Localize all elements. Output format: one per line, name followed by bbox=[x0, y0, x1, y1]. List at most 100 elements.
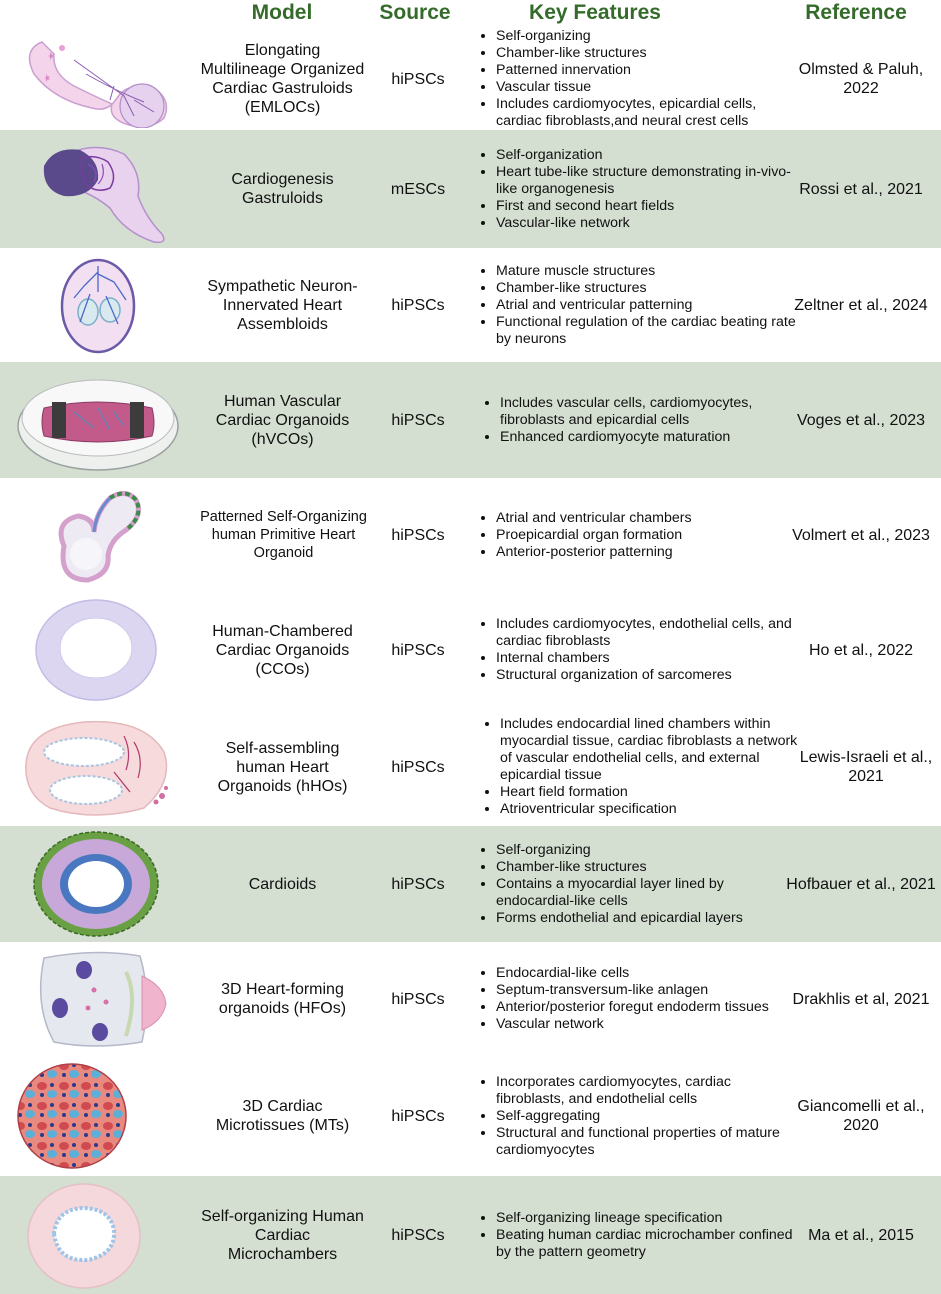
model-name: 3D Cardiac Microtissues (MTs) bbox=[215, 1098, 350, 1134]
feature-item: Includes cardiomyocytes, epicardial cell… bbox=[496, 96, 796, 130]
feature-item: Includes endocardial lined chambers with… bbox=[500, 716, 800, 784]
feature-item: Heart field formation bbox=[500, 784, 800, 801]
feature-item: Includes vascular cells, cardiomyocytes,… bbox=[500, 395, 800, 429]
reference-cell: Hofbauer et al., 2021 bbox=[786, 875, 936, 893]
model-name: Elongating Multilineage Organized Cardia… bbox=[200, 42, 365, 116]
feature-item: Structural and functional properties of … bbox=[496, 1125, 796, 1159]
table-row: 3D Cardiac Microtissues (MTs) hiPSCs Inc… bbox=[0, 1056, 941, 1176]
feature-item: Mature muscle structures bbox=[496, 263, 796, 280]
table-row: Elongating Multilineage Organized Cardia… bbox=[0, 28, 941, 130]
table-row: Sympathetic Neuron-Innervated Heart Asse… bbox=[0, 248, 941, 362]
model-name: Cardiogenesis Gastruloids bbox=[231, 171, 334, 207]
model-name: Self-assembling human Heart Organoids (h… bbox=[217, 739, 348, 795]
source-cell: hiPSCs bbox=[391, 296, 445, 314]
source-cell: mESCs bbox=[390, 180, 446, 198]
header-source: Source bbox=[379, 1, 451, 24]
source-cell: hiPSCs bbox=[391, 758, 445, 776]
table-row: Cardiogenesis Gastruloids mESCs Self-org… bbox=[0, 130, 941, 248]
feature-item: Anterior-posterior patterning bbox=[496, 544, 692, 561]
feature-item: Chamber-like structures bbox=[496, 859, 796, 876]
features-cell: Self-organization Heart tube-like struct… bbox=[470, 130, 796, 248]
microchamber-illustration bbox=[27, 1183, 141, 1289]
feature-item: First and second heart fields bbox=[496, 198, 796, 215]
table-row: Self-assembling human Heart Organoids (h… bbox=[0, 708, 941, 826]
source-cell: hiPSCs bbox=[391, 411, 445, 429]
reference-cell: Volmert et al., 2023 bbox=[792, 526, 930, 544]
features-cell: Includes endocardial lined chambers with… bbox=[474, 708, 800, 826]
reference-cell: Olmsted & Paluh, 2022 bbox=[798, 61, 924, 97]
feature-item: Endocardial-like cells bbox=[496, 965, 769, 982]
reference-cell: Zeltner et al., 2024 bbox=[794, 296, 928, 314]
source-cell: hiPSCs bbox=[391, 875, 445, 893]
table-row: Self-organizing Human Cardiac Microchamb… bbox=[0, 1176, 941, 1294]
source-cell: hiPSCs bbox=[391, 1107, 445, 1125]
feature-item: Septum-transversum-like anlagen bbox=[496, 982, 769, 999]
feature-item: Atrial and ventricular chambers bbox=[496, 510, 692, 527]
cardioid-illustration bbox=[33, 831, 159, 937]
elongating-gastruloid-illustration bbox=[28, 41, 168, 128]
feature-item: Self-organization bbox=[496, 147, 796, 164]
feature-item: Includes cardiomyocytes, endothelial cel… bbox=[496, 616, 796, 650]
table-row: Human-Chambered Cardiac Organoids (CCOs)… bbox=[0, 592, 941, 708]
reference-cell: Ma et al., 2015 bbox=[808, 1226, 914, 1244]
feature-item: Heart tube-like structure demonstrating … bbox=[496, 164, 796, 198]
feature-item: Functional regulation of the cardiac bea… bbox=[496, 314, 796, 348]
feature-item: Incorporates cardiomyocytes, cardiac fib… bbox=[496, 1074, 796, 1108]
model-name: 3D Heart-forming organoids (HFOs) bbox=[218, 981, 347, 1017]
heart-forming-organoid-illustration bbox=[39, 951, 167, 1047]
features-cell: Incorporates cardiomyocytes, cardiac fib… bbox=[470, 1056, 796, 1176]
model-name: Human Vascular Cardiac Organoids (hVCOs) bbox=[215, 392, 350, 448]
header-model: Model bbox=[251, 1, 313, 24]
feature-item: Chamber-like structures bbox=[496, 45, 796, 62]
reference-cell: Drakhlis et al, 2021 bbox=[792, 990, 930, 1008]
feature-item: Vascular-like network bbox=[496, 215, 796, 232]
feature-item: Internal chambers bbox=[496, 650, 796, 667]
table-row: Patterned Self-Organizing human Primitiv… bbox=[0, 478, 941, 592]
vascular-organoid-dish-illustration bbox=[17, 379, 179, 471]
feature-item: Enhanced cardiomyocyte maturation bbox=[500, 429, 800, 446]
reference-cell: Ho et al., 2022 bbox=[808, 641, 914, 659]
model-name: Patterned Self-Organizing human Primitiv… bbox=[200, 509, 367, 561]
table-header: Model Source Key Features Reference bbox=[0, 0, 941, 30]
feature-item: Self-organizing bbox=[496, 28, 796, 45]
table-row: Cardioids hiPSCs Self-organizing Chamber… bbox=[0, 826, 941, 942]
feature-item: Contains a myocardial layer lined by end… bbox=[496, 876, 796, 910]
feature-item: Self-aggregating bbox=[496, 1108, 796, 1125]
reference-cell: Giancomelli et al., 2020 bbox=[797, 1098, 925, 1134]
chambered-organoid-illustration bbox=[35, 599, 157, 701]
feature-item: Forms endothelial and epicardial layers bbox=[496, 910, 796, 927]
features-cell: Self-organizing lineage specification Be… bbox=[470, 1176, 796, 1294]
model-name: Human-Chambered Cardiac Organoids (CCOs) bbox=[212, 622, 353, 678]
feature-item: Structural organization of sarcomeres bbox=[496, 667, 796, 684]
features-cell: Atrial and ventricular chambers Proepica… bbox=[470, 478, 796, 592]
reference-cell: Lewis-Israeli et al., 2021 bbox=[799, 749, 933, 785]
features-cell: Self-organizing Chamber-like structures … bbox=[470, 28, 796, 130]
feature-item: Self-organizing bbox=[496, 842, 796, 859]
source-cell: hiPSCs bbox=[391, 526, 445, 544]
source-cell: hiPSCs bbox=[391, 70, 445, 88]
feature-item: Atrial and ventricular patterning bbox=[496, 297, 796, 314]
table-row: 3D Heart-forming organoids (HFOs) hiPSCs… bbox=[0, 942, 941, 1056]
feature-item: Proepicardial organ formation bbox=[496, 527, 692, 544]
model-name: Cardioids bbox=[248, 875, 317, 893]
features-cell: Self-organizing Chamber-like structures … bbox=[470, 826, 796, 942]
feature-item: Self-organizing lineage specification bbox=[496, 1210, 796, 1227]
model-name: Sympathetic Neuron-Innervated Heart Asse… bbox=[207, 277, 358, 333]
cardiogenesis-gastruloid-illustration bbox=[43, 146, 165, 244]
feature-item: Anterior/posterior foregut endoderm tiss… bbox=[496, 999, 769, 1016]
primitive-heart-organoid-illustration bbox=[58, 491, 141, 583]
heart-organoid-illustration bbox=[25, 720, 168, 816]
microtissue-sphere-illustration bbox=[17, 1063, 127, 1169]
feature-item: Beating human cardiac microchamber confi… bbox=[496, 1227, 796, 1261]
feature-item: Chamber-like structures bbox=[496, 280, 796, 297]
features-cell: Endocardial-like cells Septum-transversu… bbox=[470, 942, 796, 1056]
reference-cell: Voges et al., 2023 bbox=[796, 411, 926, 429]
model-name: Self-organizing Human Cardiac Microchamb… bbox=[201, 1207, 364, 1263]
features-cell: Includes cardiomyocytes, endothelial cel… bbox=[470, 592, 796, 708]
features-cell: Includes vascular cells, cardiomyocytes,… bbox=[474, 362, 800, 478]
source-cell: hiPSCs bbox=[391, 990, 445, 1008]
feature-item: Patterned innervation bbox=[496, 62, 796, 79]
header-key-features: Key Features bbox=[529, 1, 661, 24]
feature-item: Vascular network bbox=[496, 1016, 769, 1033]
